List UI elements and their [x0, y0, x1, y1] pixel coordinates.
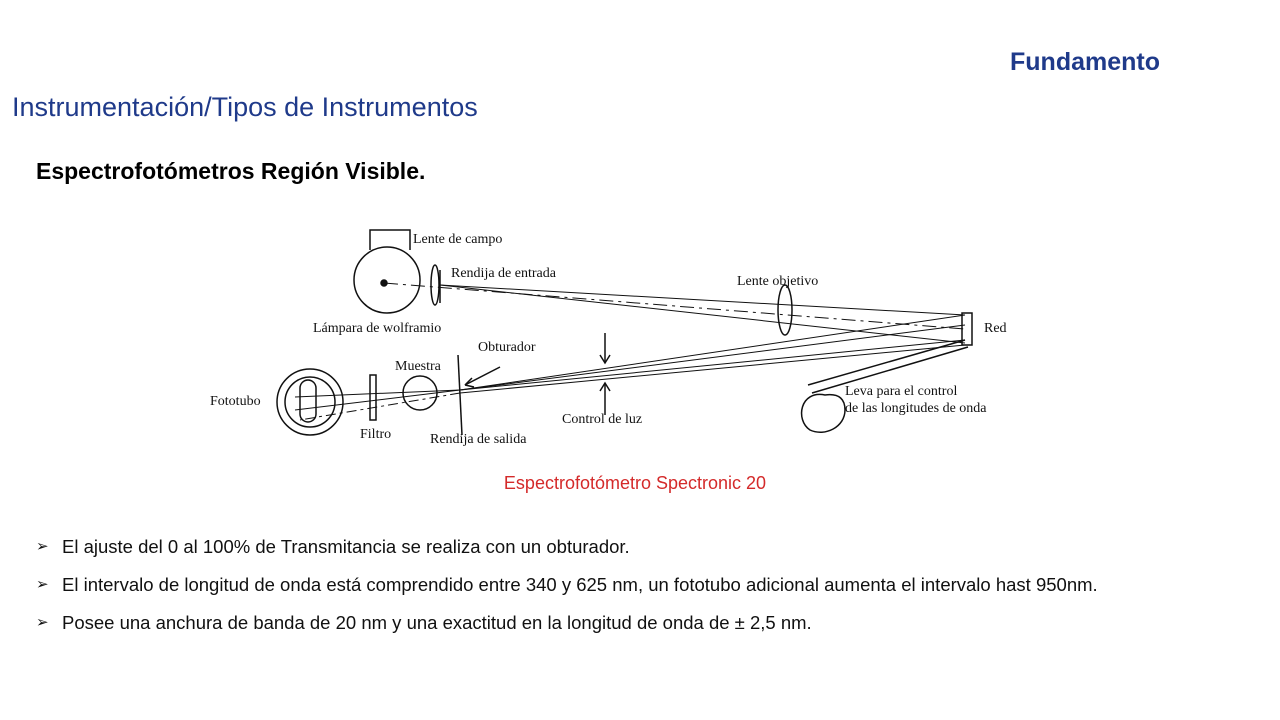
cam-shape: [800, 393, 846, 433]
label-leva-2: de las longitudes de onda: [845, 401, 987, 416]
arrow-bullet-icon: ➢: [36, 614, 49, 631]
label-filtro: Filtro: [360, 427, 391, 442]
section-label: Fundamento: [1010, 48, 1160, 76]
figure-caption: Espectrofotómetro Spectronic 20: [503, 473, 767, 493]
objective-lens: [777, 284, 793, 336]
section-title: Espectrofotómetros Región Visible.: [36, 158, 426, 184]
label-leva-1: Leva para el control: [845, 384, 957, 399]
spectrophotometer-diagram: Lente de campo Rendija de entrada Lente …: [210, 229, 1007, 447]
label-lente-objetivo: Lente objetivo: [737, 274, 818, 289]
label-red: Red: [984, 321, 1007, 336]
filter: [369, 374, 377, 421]
list-item: ➢ El intervalo de longitud de onda está …: [36, 570, 1280, 599]
field-lens: [430, 264, 440, 306]
bullet-text: El intervalo de longitud de onda está co…: [62, 574, 1098, 595]
bullet-text: Posee una anchura de banda de 20 nm y un…: [62, 612, 812, 633]
label-muestra: Muestra: [395, 359, 442, 374]
arrow-bullet-icon: ➢: [36, 538, 49, 555]
bullet-list: ➢ El ajuste del 0 al 100% de Transmitanc…: [36, 532, 1280, 646]
label-rendija-entrada: Rendija de entrada: [451, 266, 557, 281]
arrow-bullet-icon: ➢: [36, 576, 49, 593]
lamp-bulb: [353, 246, 421, 314]
label-lampara: Lámpara de wolframio: [313, 321, 441, 336]
label-rendija-salida: Rendija de salida: [430, 432, 527, 447]
label-control-luz: Control de luz: [562, 412, 642, 427]
list-item: ➢ El ajuste del 0 al 100% de Transmitanc…: [36, 532, 1280, 561]
lamp-shape: [369, 229, 411, 250]
bullet-text: El ajuste del 0 al 100% de Transmitancia…: [62, 536, 630, 557]
exit-slit: [457, 354, 463, 436]
label-fototubo: Fototubo: [210, 394, 261, 409]
page-title: Instrumentación/Tipos de Instrumentos: [12, 92, 478, 122]
list-item: ➢ Posee una anchura de banda de 20 nm y …: [36, 608, 1280, 637]
label-obturador: Obturador: [478, 340, 536, 355]
phototube-outer: [276, 368, 344, 436]
label-lente-campo: Lente de campo: [413, 232, 502, 247]
